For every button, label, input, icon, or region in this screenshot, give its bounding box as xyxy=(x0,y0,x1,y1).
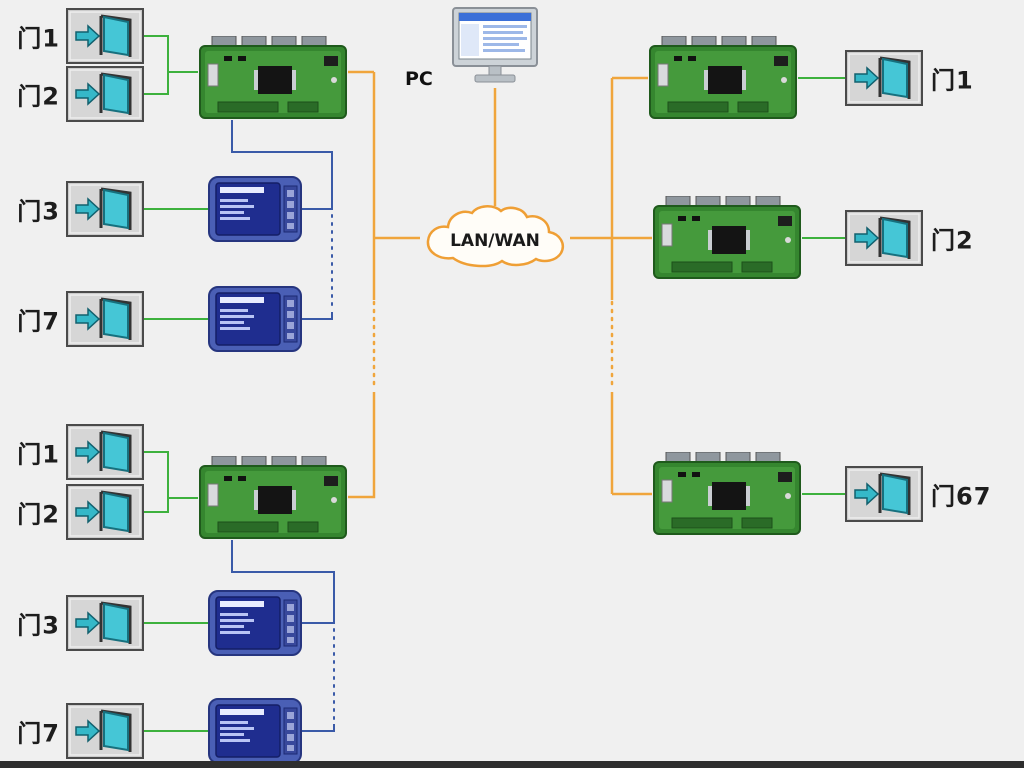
door-icon xyxy=(66,8,144,64)
pc-label: PC xyxy=(405,68,433,90)
converter-module-icon xyxy=(208,590,302,656)
door-node: 门1 xyxy=(845,50,973,106)
door-label: 门2 xyxy=(931,226,974,255)
cloud-icon: LAN/WAN xyxy=(426,205,565,268)
lan-wan-cloud: LAN/WAN xyxy=(415,202,575,274)
door-node: 门3 xyxy=(17,181,144,237)
door-label: 门67 xyxy=(931,482,992,511)
door-icon xyxy=(66,595,144,651)
door-icon xyxy=(845,466,923,522)
door-label: 门2 xyxy=(17,82,60,111)
door-icon xyxy=(66,484,144,540)
controller-board xyxy=(652,196,802,280)
circuit-board-icon xyxy=(652,196,802,280)
circuit-board-icon xyxy=(198,456,348,540)
door-icon xyxy=(66,291,144,347)
door-node: 门3 xyxy=(17,595,144,651)
door-icon xyxy=(845,50,923,106)
door-node: 门1 xyxy=(17,8,144,64)
door-label: 门2 xyxy=(17,500,60,529)
converter-module-icon xyxy=(208,698,302,764)
door-node: 门7 xyxy=(17,703,144,759)
door-icon xyxy=(845,210,923,266)
pc-node xyxy=(445,6,545,92)
door-node: 门7 xyxy=(17,291,144,347)
controller-board xyxy=(198,36,348,120)
bottom-edge-strip xyxy=(0,761,1024,768)
door-icon xyxy=(66,424,144,480)
converter-module xyxy=(208,286,302,352)
door-node: 门1 xyxy=(17,424,144,480)
converter-module-icon xyxy=(208,286,302,352)
door-label: 门1 xyxy=(17,440,60,469)
converter-module xyxy=(208,698,302,764)
converter-module xyxy=(208,590,302,656)
door-node: 门2 xyxy=(17,484,144,540)
door-label: 门1 xyxy=(17,24,60,53)
controller-board xyxy=(652,452,802,536)
door-icon xyxy=(66,703,144,759)
door-node: 门67 xyxy=(845,466,990,522)
door-label: 门3 xyxy=(17,611,60,640)
controller-board xyxy=(648,36,798,120)
circuit-board-icon xyxy=(652,452,802,536)
cloud-label: LAN/WAN xyxy=(450,231,540,251)
converter-module xyxy=(208,176,302,242)
pc-monitor-icon xyxy=(445,6,545,92)
door-label: 门3 xyxy=(17,197,60,226)
circuit-board-icon xyxy=(198,36,348,120)
door-label: 门7 xyxy=(17,307,60,336)
door-label: 门7 xyxy=(17,719,60,748)
circuit-board-icon xyxy=(648,36,798,120)
door-node: 门2 xyxy=(17,66,144,122)
door-label: 门1 xyxy=(931,66,974,95)
converter-module-icon xyxy=(208,176,302,242)
door-node: 门2 xyxy=(845,210,973,266)
door-icon xyxy=(66,66,144,122)
door-icon xyxy=(66,181,144,237)
controller-board xyxy=(198,456,348,540)
